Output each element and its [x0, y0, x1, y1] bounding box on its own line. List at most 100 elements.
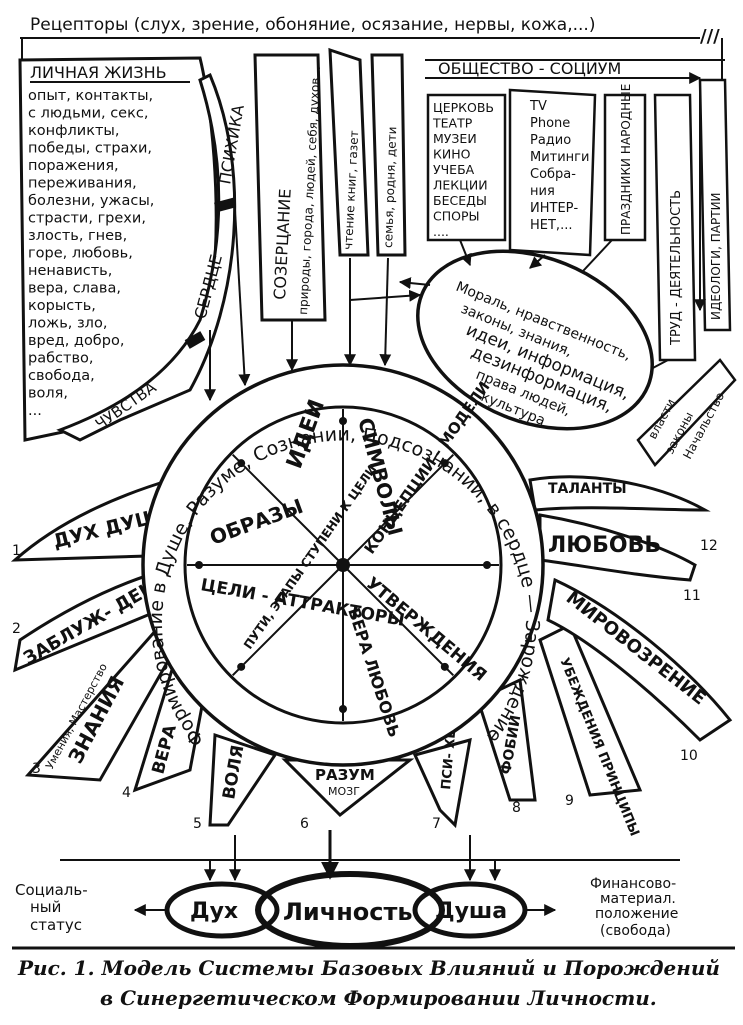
svg-text:6: 6 — [300, 816, 309, 832]
spoke-line — [342, 564, 455, 677]
petal-8: ФОБИИ 8 — [476, 677, 537, 816]
svg-text:4: 4 — [122, 785, 131, 801]
media-item: Радио — [530, 133, 571, 148]
caption-line-2: в Синергетическом Формировании Личности. — [100, 986, 657, 1010]
personal-life-item: злость, гнев, — [28, 228, 127, 244]
spoke-node — [237, 662, 246, 671]
institution-item: ТЕАТР — [432, 116, 473, 131]
personal-life-list: опыт, контакты, с людьми, секс,конфликты,… — [28, 88, 154, 419]
personal-life-title: ЛИЧНАЯ ЖИЗНЬ — [30, 63, 167, 82]
institution-item: ЛЕКЦИИ — [433, 178, 488, 193]
svg-text:ЛЮБОВЬ: ЛЮБОВЬ — [548, 533, 661, 558]
spirit-label: Дух — [190, 899, 238, 924]
personal-life-item: корысть, — [28, 298, 96, 314]
reading-label: чтение книг, газет — [341, 130, 361, 250]
svg-text:ный: ный — [30, 898, 61, 916]
media-item: Собра- — [530, 167, 576, 182]
institution-item: БЕСЕДЫ — [433, 193, 487, 208]
spoke-node — [440, 459, 449, 468]
reading-column: чтение книг, газет — [328, 47, 370, 257]
society-list-institutions: ЦЕРКОВЬТЕАТРМУЗЕИКИНОУЧЕБАЛЕКЦИИБЕСЕДЫСП… — [432, 100, 494, 239]
personal-life-item: горе, любовь, — [28, 246, 133, 262]
figure-caption: Рис. 1. Модель Системы Базовых Влияний и… — [17, 956, 720, 1010]
personal-life-item: опыт, контакты, — [28, 88, 153, 104]
svg-text:11: 11 — [683, 588, 701, 604]
svg-text:5: 5 — [193, 816, 202, 832]
personal-life-item: переживания, — [28, 176, 137, 192]
media-item: TV — [529, 99, 547, 114]
svg-text:статус: статус — [30, 916, 82, 934]
svg-text:Социаль-: Социаль- — [15, 881, 88, 899]
svg-text:Финансово-: Финансово- — [590, 876, 676, 892]
personal-life-item: вред, добро, — [28, 333, 124, 349]
family-column: семья, родня, дети — [370, 53, 407, 257]
svg-text:9: 9 — [565, 793, 574, 809]
ideology-label: ИДЕОЛОГИ, ПАРТИИ — [709, 192, 723, 320]
svg-text:1: 1 — [12, 543, 21, 559]
labor-label: ТРУД - ДЕЯТЕЛЬНОСТЬ — [669, 190, 684, 346]
spoke-node — [483, 561, 491, 569]
contemplation-column: СОЗЕРЦАНИЕ природы, города, людей, себя,… — [253, 53, 327, 322]
svg-text:2: 2 — [12, 621, 21, 637]
personal-life-item: ненависть, — [28, 263, 112, 279]
svg-text:7: 7 — [432, 816, 441, 832]
svg-text:(свобода): (свобода) — [600, 923, 671, 939]
petal-12: ТАЛАНТЫ 12 — [528, 475, 718, 554]
personal-life-item: болезни, ужасы, — [28, 193, 154, 209]
morality-oval: Мораль, нравственность,законы, знания,ид… — [416, 249, 654, 431]
svg-text:УБЕЖДЕНИЯ ПРИНЦИПЫ: УБЕЖДЕНИЯ ПРИНЦИПЫ — [556, 656, 641, 839]
personal-life-item: победы, страхи, — [28, 141, 152, 157]
svg-text:РАЗУМ: РАЗУМ — [315, 766, 375, 784]
personal-life-item: свобода, — [28, 368, 95, 384]
svg-text:ТАЛАНТЫ: ТАЛАНТЫ — [548, 481, 627, 497]
spoke-line — [231, 453, 344, 566]
spoke-node — [339, 705, 347, 713]
social-status: Социаль- ный статус — [15, 881, 88, 934]
svg-text:3: 3 — [32, 761, 41, 777]
holidays-label: ПРАЗДНИКИ НАРОДНЫЕ — [619, 84, 633, 235]
institution-item: МУЗЕИ — [433, 131, 477, 146]
svg-text:материал.: материал. — [600, 891, 676, 907]
personal-life-item: конфликты, — [28, 123, 119, 139]
personal-life-panel: ЛИЧНАЯ ЖИЗНЬ опыт, контакты, с людьми, се… — [18, 56, 248, 442]
institution-item: ЦЕРКОВЬ — [433, 100, 494, 115]
circle-hub — [336, 558, 350, 572]
receptors-header: Рецепторы (слух, зрение, обоняние, осяза… — [20, 15, 723, 80]
personality-label: Личность — [283, 898, 413, 926]
svg-text:МОЗГ: МОЗГ — [328, 785, 360, 798]
circle-spokes — [187, 409, 499, 721]
caption-line-1: Рис. 1. Модель Системы Базовых Влияний и… — [17, 956, 720, 980]
media-item: НЕТ,... — [530, 218, 572, 233]
personal-life-item: ... — [28, 403, 42, 419]
petal-6: РАЗУМ МОЗГ 6 — [281, 758, 415, 832]
spoke-line — [342, 453, 455, 566]
personal-life-item: рабство, — [28, 351, 93, 367]
svg-text:положение: положение — [595, 906, 678, 922]
media-item: Митинги — [530, 150, 589, 165]
personal-life-item: вера, слава, — [28, 281, 121, 297]
personal-life-item: поражения, — [28, 158, 119, 174]
society-list-media: TVPhoneРадиоМитингиСобра-нияИНТЕР-НЕТ,..… — [529, 99, 589, 233]
institution-item: УЧЕБА — [433, 162, 475, 177]
svg-text:10: 10 — [680, 748, 698, 764]
influence-arrows — [204, 209, 546, 402]
bottom-chain: Дух Личность Душа Социаль- ный статус Фи… — [12, 830, 735, 950]
svg-text:8: 8 — [512, 800, 521, 816]
petal-5: ВОЛЯ 5 — [193, 732, 278, 832]
media-item: ИНТЕР- — [530, 201, 578, 216]
financial-status: Финансово- материал. положение (свобода) — [590, 876, 678, 939]
petal-11: ЛЮБОВЬ 11 — [538, 513, 701, 604]
spoke-node — [237, 459, 246, 468]
spoke-node — [195, 561, 203, 569]
soul-label: Душа — [435, 899, 507, 924]
society-title: ОБЩЕСТВО - СОЦИУМ — [438, 59, 621, 78]
institution-item: КИНО — [433, 147, 471, 162]
personal-life-item: ложь, зло, — [28, 316, 107, 332]
personal-life-item: воля, — [28, 386, 68, 402]
media-item: Phone — [530, 116, 570, 131]
receptors-label: Рецепторы (слух, зрение, обоняние, осяза… — [30, 15, 595, 35]
institution-item: .... — [433, 224, 449, 239]
personal-life-item: с людьми, секс, — [28, 106, 148, 122]
personal-life-item: страсти, грехи, — [28, 211, 146, 227]
